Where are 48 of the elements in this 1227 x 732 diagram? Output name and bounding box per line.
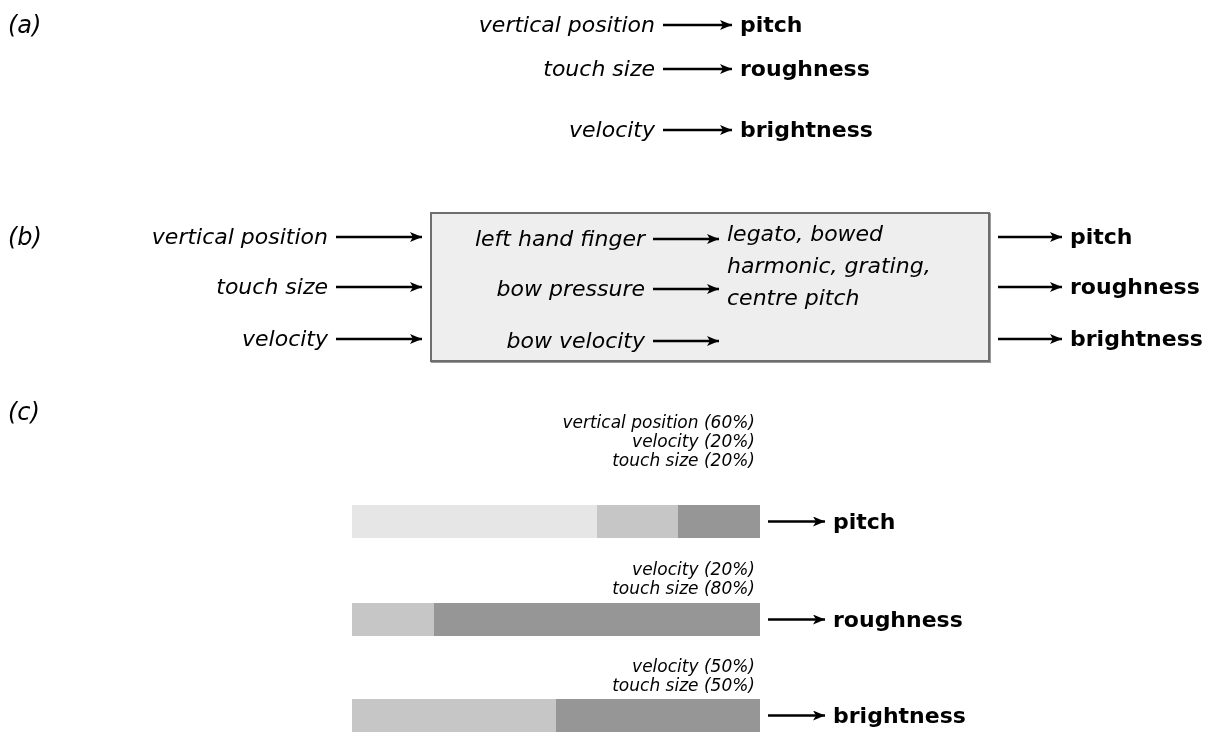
output-label: brightness	[1070, 322, 1203, 356]
arrow	[653, 234, 719, 244]
control-label: left hand finger	[474, 222, 645, 256]
input-label: touch size	[543, 52, 655, 86]
stacked-bar	[352, 699, 760, 732]
output-label: brightness	[740, 113, 873, 147]
panel-label: (a)	[8, 10, 42, 41]
output-label: roughness	[1070, 270, 1200, 304]
output-label: roughness	[833, 603, 963, 637]
bar-caption: touch size (80%)	[612, 579, 755, 598]
input-label: vertical position	[151, 220, 328, 254]
output-label: brightness	[833, 699, 966, 732]
arrow	[663, 64, 732, 74]
bar-caption: touch size (50%)	[612, 676, 755, 695]
output-label: pitch	[833, 505, 896, 539]
process-box	[430, 212, 990, 362]
arrow	[998, 282, 1062, 292]
arrow	[336, 232, 422, 242]
input-label: velocity	[569, 113, 655, 147]
panel-label: (b)	[8, 222, 42, 253]
input-label: touch size	[216, 270, 328, 304]
arrow	[336, 334, 422, 344]
output-label: roughness	[740, 52, 870, 86]
stacked-bar	[352, 505, 760, 538]
arrow	[768, 516, 825, 527]
panel-label: (c)	[8, 397, 40, 428]
output-label: pitch	[740, 8, 803, 42]
arrow	[768, 710, 825, 721]
bar-caption: touch size (20%)	[612, 451, 755, 470]
control-label: bow velocity	[506, 324, 645, 358]
input-label: velocity	[242, 322, 328, 356]
arrow	[998, 334, 1062, 344]
stacked-bar	[352, 603, 760, 636]
arrow	[653, 336, 719, 346]
control-label: bow pressure	[496, 272, 645, 306]
input-label: vertical position	[478, 8, 655, 42]
arrow	[336, 282, 422, 292]
result-label: legato, bowed harmonic, grating, centre pitch	[727, 218, 977, 314]
arrow	[768, 614, 825, 625]
bar-caption: velocity (50%)	[632, 657, 755, 676]
arrow	[663, 20, 732, 30]
arrow	[653, 284, 719, 294]
output-label: pitch	[1070, 220, 1133, 254]
arrow	[998, 232, 1062, 242]
arrow	[663, 125, 732, 135]
bar-caption: velocity (20%)	[632, 432, 755, 451]
bar-caption: velocity (20%)	[632, 560, 755, 579]
bar-caption: vertical position (60%)	[562, 413, 755, 432]
